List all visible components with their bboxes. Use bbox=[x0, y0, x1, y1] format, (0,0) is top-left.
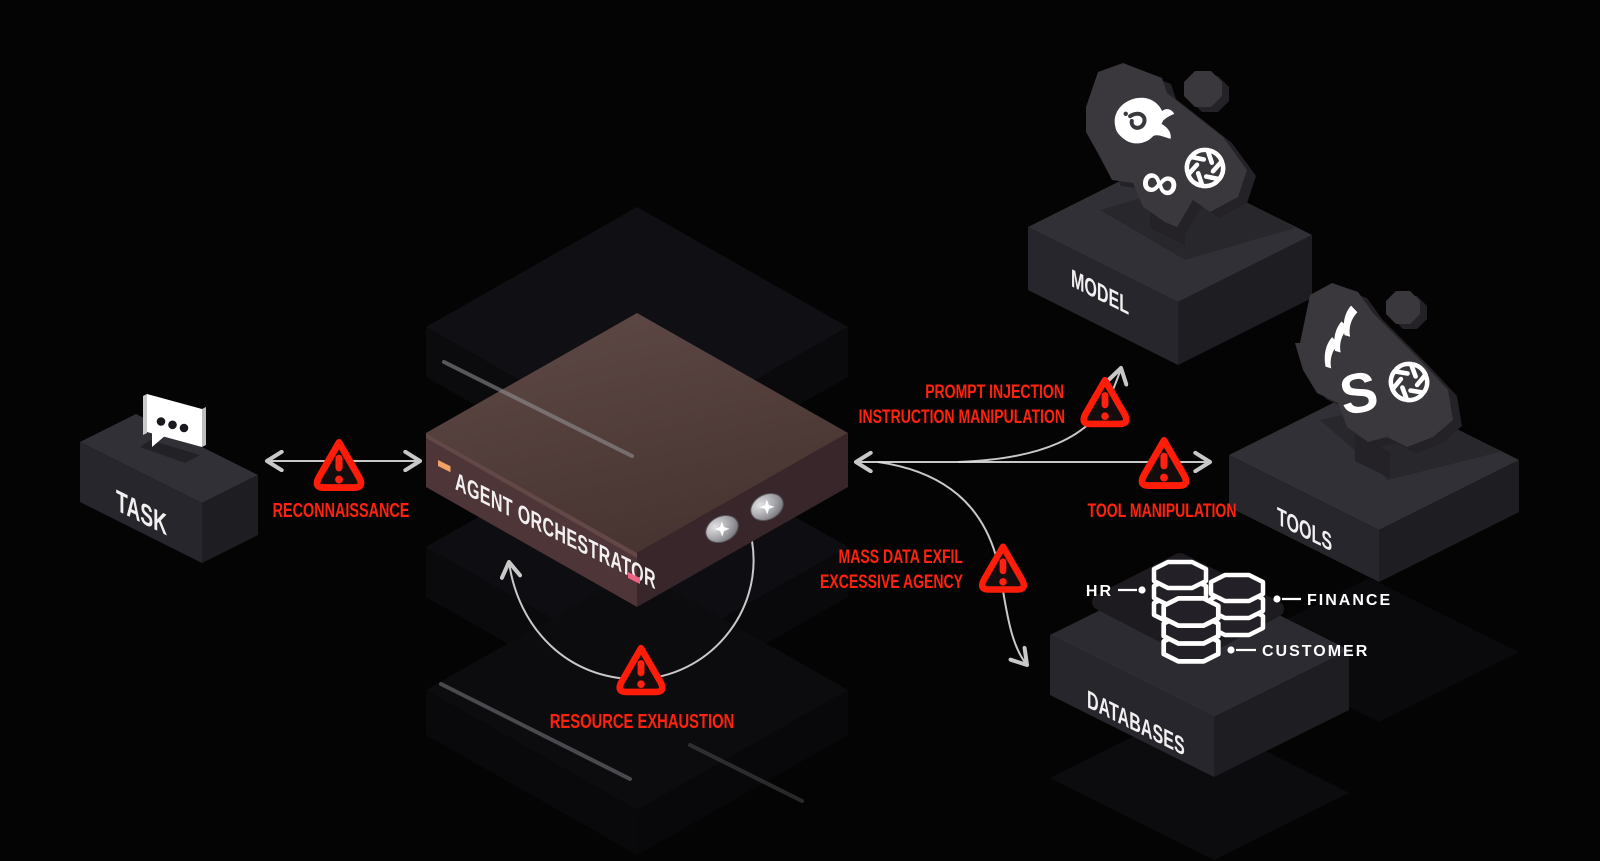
deepseek-whale-icon bbox=[1114, 97, 1175, 144]
model-node: ∞ MODEL bbox=[1028, 63, 1312, 365]
tool-manipulation-label: TOOL MANIPULATION bbox=[1088, 500, 1237, 522]
chat-bubble-icon bbox=[143, 394, 206, 447]
orchestrator-databases-arrow bbox=[877, 461, 1027, 665]
hr-label: HR bbox=[1086, 583, 1113, 600]
threat-tool-manipulation: TOOL MANIPULATION bbox=[1088, 441, 1237, 522]
orchestrator-front bbox=[426, 433, 637, 607]
prompt-injection-label-2: INSTRUCTION MANIPULATION bbox=[859, 406, 1065, 428]
databases-reflection bbox=[1050, 711, 1349, 860]
customer-label: CUSTOMER bbox=[1262, 643, 1369, 660]
tools-node: S TOOLS bbox=[1229, 283, 1519, 582]
tools-cloud-face bbox=[1295, 283, 1453, 447]
bubble-shadow bbox=[140, 440, 200, 463]
model-box-side bbox=[1178, 235, 1312, 365]
orchestrator-edge-highlight bbox=[426, 433, 637, 558]
model-box-front bbox=[1028, 227, 1178, 365]
task-box-side bbox=[202, 475, 258, 563]
threat-prompt-injection: PROMPT INJECTION INSTRUCTION MANIPULATIO… bbox=[859, 380, 1127, 428]
tools-box-front bbox=[1229, 455, 1379, 582]
callout-dot bbox=[1138, 586, 1146, 594]
callout-dot bbox=[1227, 646, 1235, 654]
mass-data-exfil-label-1: MASS DATA EXFIL bbox=[839, 546, 963, 568]
databases-box-side bbox=[1214, 650, 1349, 777]
callout-customer: CUSTOMER bbox=[1227, 643, 1369, 660]
databases-box-front bbox=[1050, 635, 1214, 777]
callout-finance: FINANCE bbox=[1273, 592, 1392, 609]
threat-mass-data-exfil: MASS DATA EXFIL EXCESSIVE AGENCY bbox=[820, 546, 1024, 593]
threat-reconnaissance: RECONNAISSANCE bbox=[273, 443, 410, 522]
callout-hr: HR bbox=[1086, 583, 1146, 600]
task-node: TASK bbox=[80, 394, 258, 563]
task-box-front bbox=[80, 442, 202, 563]
sheen-streak bbox=[439, 682, 632, 781]
phillips-screw-icon bbox=[750, 492, 784, 522]
phillips-screw-icon bbox=[705, 514, 739, 544]
sheen-streak bbox=[442, 360, 634, 458]
triple-arrows-icon bbox=[1324, 305, 1358, 369]
orange-dash bbox=[438, 460, 451, 473]
prompt-injection-label-1: PROMPT INJECTION bbox=[925, 381, 1064, 403]
mass-data-exfil-label-2: EXCESSIVE AGENCY bbox=[820, 571, 964, 593]
database-stack-icon bbox=[1164, 598, 1219, 661]
hexagon-shape bbox=[1386, 291, 1427, 329]
ghost-slab-lower-2 bbox=[426, 570, 848, 855]
model-cloud: ∞ bbox=[1086, 63, 1256, 233]
pink-dash bbox=[628, 572, 640, 584]
orchestrator-side bbox=[637, 433, 848, 607]
tools-cloud-foot bbox=[1355, 435, 1390, 478]
databases-node: HR FINANCE CUSTOMER DATABASES bbox=[1050, 553, 1392, 777]
finance-label: FINANCE bbox=[1307, 592, 1392, 609]
tools-reflection bbox=[1229, 578, 1519, 722]
sheen-streak bbox=[688, 743, 804, 803]
threat-resource-exhaustion: RESOURCE EXHAUSTION bbox=[550, 648, 735, 733]
task-box-top bbox=[80, 414, 258, 503]
tools-cloud: S bbox=[1295, 283, 1462, 453]
hexagon-shape bbox=[1184, 71, 1229, 112]
callout-dot bbox=[1273, 595, 1281, 603]
reconnaissance-label: RECONNAISSANCE bbox=[273, 499, 410, 522]
tools-box-side bbox=[1379, 460, 1519, 582]
resource-exhaustion-label: RESOURCE EXHAUSTION bbox=[550, 710, 735, 733]
